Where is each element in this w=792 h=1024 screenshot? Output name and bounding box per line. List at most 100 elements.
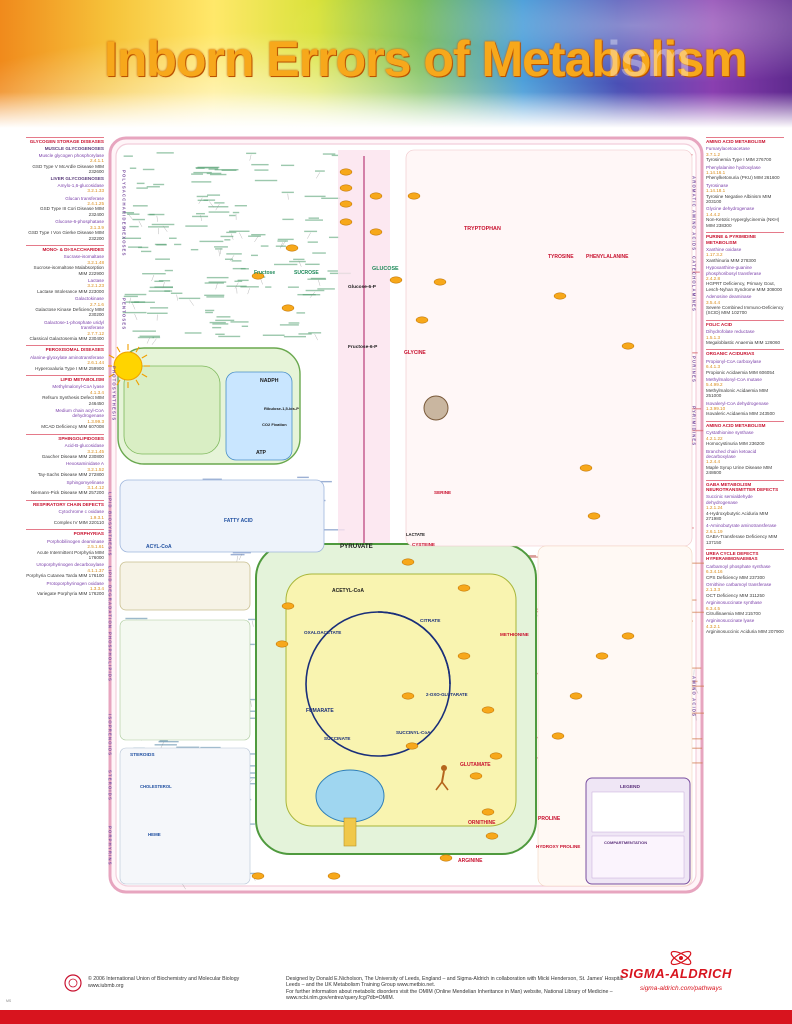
runner-figure — [435, 765, 449, 791]
pathway-text-fragment — [123, 295, 138, 298]
disease-name: Classical Galactosemia MIM 230400 — [29, 336, 104, 341]
reaction-arrow — [162, 282, 165, 289]
pathway-text-fragment — [164, 269, 173, 272]
enzyme-marker — [339, 168, 353, 176]
enzyme-marker — [481, 706, 495, 714]
legend-inner — [591, 791, 685, 833]
print-code: MS — [6, 999, 12, 1003]
pathway-text-fragment — [208, 281, 227, 283]
pathway-text-fragment — [245, 698, 256, 701]
pathway-text-fragment — [241, 772, 262, 774]
pathway-text-fragment — [154, 243, 167, 246]
ec-number: 1.2.4.4 — [706, 459, 721, 465]
metabolite-label-lactate: LACTATE — [406, 532, 425, 537]
ec-number: 5.4.99.2 — [706, 382, 723, 388]
enzyme-name: Succinic semialdehyde dehydrogenase — [706, 494, 753, 505]
design-credits: Designed by Donald E.Nicholson, The Univ… — [286, 976, 624, 989]
reaction-arrow — [151, 338, 157, 345]
pathway-text-fragment — [191, 181, 212, 183]
enzyme-name: Fumarylacetoacetase — [706, 146, 750, 152]
pathway-text-fragment — [251, 163, 269, 166]
pathway-text-fragment — [139, 335, 160, 337]
reaction-arrow — [176, 294, 178, 301]
brand-name: SIGMA-ALDRICH — [620, 966, 732, 981]
pathway-text-fragment — [208, 211, 230, 213]
metabolite-label-tryptophan: TRYPTOPHAN — [464, 226, 501, 232]
pathway-text-fragment — [226, 231, 237, 234]
pathway-text-fragment — [308, 332, 322, 334]
pathway-text-fragment — [305, 263, 320, 266]
enzyme-marker — [251, 272, 265, 280]
side-label-side_left_6: LIPID DEGRADATION — [108, 566, 113, 629]
metabolite-label-sucrose: SUCROSE — [294, 270, 319, 276]
brand-url[interactable]: sigma-aldrich.com/pathways — [640, 985, 723, 992]
disease-name: Lactase Intolerance MIM 223000 — [37, 288, 104, 294]
pathway-text-fragment — [297, 293, 316, 296]
pathway-text-fragment — [178, 297, 201, 300]
pathway-text-fragment — [204, 294, 225, 297]
metabolite-label-ornithine: ORNITHINE — [468, 820, 496, 826]
reaction-arrow — [189, 299, 194, 306]
pathway-text-fragment — [196, 167, 205, 169]
pathway-text-fragment — [176, 746, 200, 748]
pathway-text-fragment — [304, 195, 326, 198]
ec-number: 3.2.1.45 — [87, 448, 104, 454]
iubmb-link[interactable]: www.iubmb.org — [88, 983, 124, 989]
pathway-text-fragment — [281, 191, 294, 194]
pathway-text-fragment — [207, 194, 221, 196]
ec-number: 1.3.99.10 — [706, 406, 726, 412]
pathway-text-fragment — [153, 183, 165, 186]
sidebar-section-heading: AMINO ACID METABOLISM — [706, 420, 784, 428]
reaction-arrow — [229, 255, 235, 262]
sun-icon — [108, 344, 150, 388]
ec-number: 4.1.1.37 — [87, 567, 104, 573]
side-label-side_left_2: HEXOSES — [122, 228, 127, 257]
pathway-text-fragment — [132, 205, 148, 207]
disease-name: Isovaleric Acidaemia MIM 243500 — [706, 411, 775, 417]
pathway-text-fragment — [152, 336, 161, 339]
pathway-text-fragment — [230, 553, 245, 556]
reaction-arrow — [694, 687, 699, 694]
enzyme-name: Lactase — [87, 277, 104, 283]
pathway-text-fragment — [202, 478, 222, 480]
pathway-text-fragment — [307, 241, 318, 243]
pathway-text-fragment — [122, 311, 147, 314]
metabolic-pathway-map[interactable]: GLUCOSEGlucose-6-PFructose-6-PSUCROSEFru… — [108, 136, 704, 894]
pathway-text-fragment — [215, 248, 223, 250]
enzyme-name: Sucrase-isomaltase — [63, 254, 104, 260]
pathway-text-fragment — [206, 172, 222, 175]
metabolite-label-co2: CO2 Fixation — [262, 422, 287, 427]
ec-number: 2.7.1.6 — [89, 301, 104, 307]
enzyme-name: Methylmalonyl-CoA mutase — [706, 377, 762, 383]
pathway-text-fragment — [237, 279, 249, 282]
metabolite-label-acylcoa: ACYL-CoA — [146, 544, 172, 550]
reaction-arrow — [239, 232, 243, 239]
banner-fade — [0, 92, 792, 128]
pathway-text-fragment — [203, 199, 216, 201]
pathway-text-fragment — [212, 323, 229, 325]
enzyme-name: Tyrosinase — [706, 182, 729, 188]
pathway-text-fragment — [277, 238, 294, 241]
phospholipid-panel — [119, 619, 251, 741]
pathway-text-fragment — [122, 237, 142, 240]
enzyme-marker — [369, 192, 383, 200]
ec-number: 1.9.3.1 — [89, 514, 104, 520]
sidebar-section-heading: PORPHYRIAS — [26, 529, 104, 536]
enzyme-marker — [285, 244, 299, 252]
disease-name: Complex IV MIM 220110 — [53, 519, 104, 525]
pathway-text-fragment — [279, 324, 299, 326]
enzyme-marker — [457, 652, 471, 660]
reaction-arrow — [316, 172, 321, 179]
pathway-text-fragment — [328, 236, 340, 239]
reaction-arrow — [247, 288, 250, 295]
